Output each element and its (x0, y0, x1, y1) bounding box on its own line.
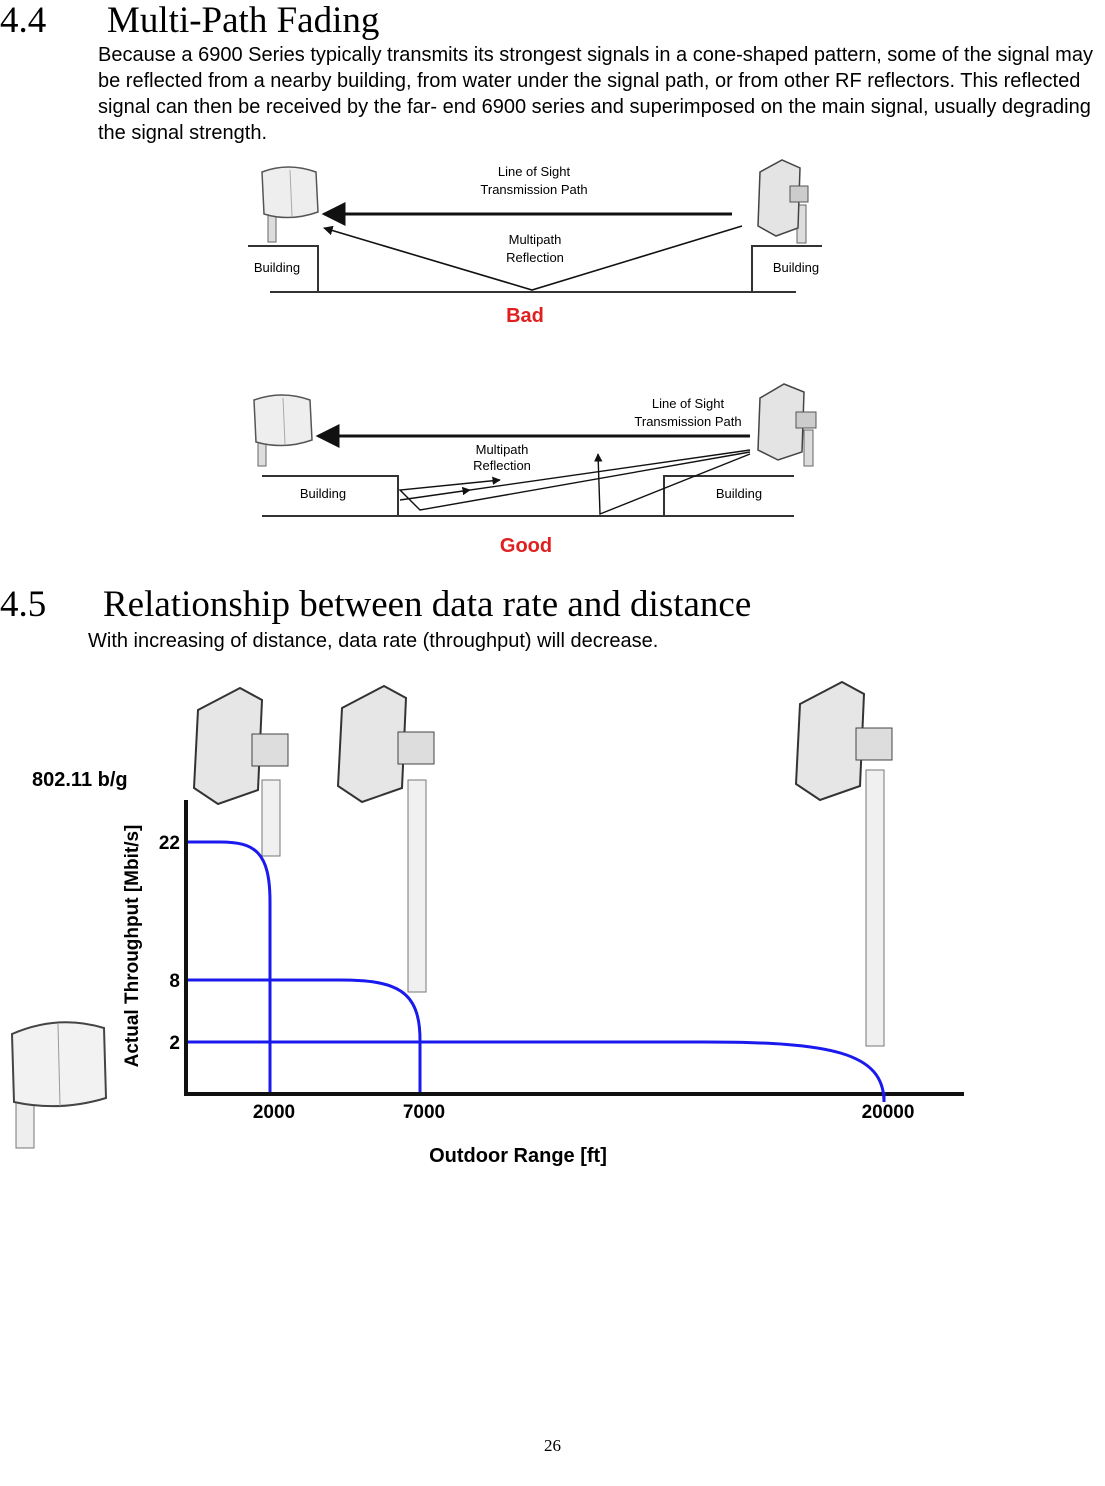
building-label: Building (300, 486, 346, 501)
throughput-curve-20000 (188, 1040, 886, 1103)
section-body: With increasing of distance, data rate (… (88, 630, 659, 652)
radio-antenna-icon (336, 684, 435, 993)
multipath-label: Reflection (506, 250, 564, 265)
radio-antenna-icon (794, 680, 893, 1047)
throughput-chart: 802.11 b/g Actual Throughput [Mbit/s] Ou… (10, 680, 964, 1167)
verdict-good: Good (500, 535, 552, 557)
section-number: 4.5 (0, 584, 47, 625)
x-tick-label: 2000 (253, 1102, 295, 1123)
section-title: Relationship between data rate and dista… (103, 584, 752, 625)
panel-antenna-icon (261, 166, 319, 243)
x-tick-label: 7000 (403, 1102, 445, 1123)
panel-antenna-icon (10, 1021, 108, 1149)
building-label: Building (716, 486, 762, 501)
y-tick-label: 2 (169, 1033, 180, 1054)
radio-antenna-icon (757, 159, 809, 244)
section-title: Multi-Path Fading (107, 0, 380, 41)
multipath-label: Reflection (473, 458, 531, 473)
section-heading-4-5: 4.5 Relationship between data rate and di… (0, 586, 751, 623)
x-tick-label: 20000 (862, 1102, 915, 1123)
y-tick-label: 22 (159, 833, 180, 854)
y-axis-label: Actual Throughput [Mbit/s] (122, 825, 143, 1068)
los-label: Transmission Path (480, 182, 587, 197)
panel-antenna-icon (253, 394, 313, 467)
section-number: 4.4 (0, 0, 47, 41)
verdict-bad: Bad (506, 305, 544, 327)
los-label: Transmission Path (634, 414, 741, 429)
los-label: Line of Sight (498, 164, 571, 179)
throughput-curve-7000 (188, 978, 422, 1092)
page-number: 26 (544, 1436, 561, 1455)
y-tick-label: 8 (169, 971, 180, 992)
section-heading-4-4: 4.4 Multi-Path Fading (0, 2, 379, 39)
building-label: Building (254, 260, 300, 275)
radio-antenna-icon (757, 383, 817, 467)
throughput-curve-2000 (188, 840, 272, 1092)
multipath-diagram-good: Line of Sight Transmission Path Multipat… (253, 383, 817, 557)
section-body: Because a 6900 Series typically transmit… (98, 44, 1093, 144)
chart-title: 802.11 b/g (32, 769, 128, 791)
multipath-diagram-bad: Line of Sight Transmission Path Multipat… (248, 159, 822, 327)
radio-antenna-icon (192, 686, 289, 857)
x-axis-label: Outdoor Range [ft] (429, 1145, 607, 1167)
building-label: Building (773, 260, 819, 275)
multipath-label: Multipath (476, 442, 529, 457)
los-label: Line of Sight (652, 396, 725, 411)
multipath-label: Multipath (509, 232, 562, 247)
